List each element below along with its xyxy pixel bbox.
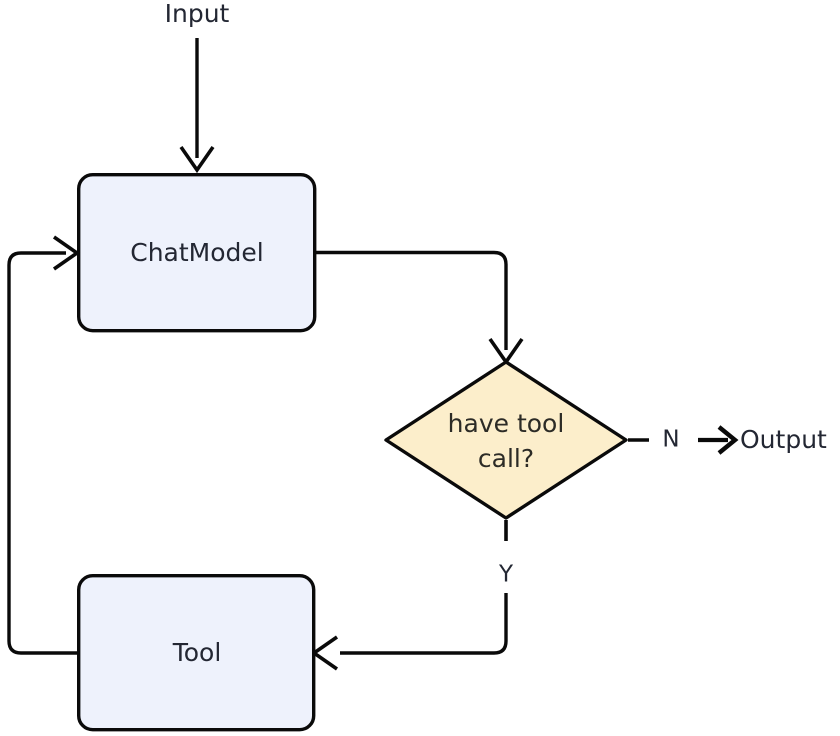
node-tool-box[interactable]	[76, 574, 316, 732]
node-decision-label-line1: have tool	[448, 409, 565, 438]
node-input-label: Input	[165, 0, 230, 28]
edge-label-yes: Y	[498, 562, 514, 588]
edge-decision-yes-to-tool-arrowhead	[310, 635, 339, 671]
node-tool-label: Tool	[172, 638, 222, 667]
edge-chatmodel-to-decision-line	[316, 250, 508, 350]
edge-tool-to-chatmodel-line	[7, 251, 77, 655]
edge-tool-to-chatmodel-arrowhead	[52, 235, 81, 271]
edge-tool-to-chatmodel	[7, 235, 81, 655]
edge-input-to-chatmodel	[179, 38, 215, 174]
node-chatmodel[interactable]: ChatModel	[76, 172, 317, 333]
node-output-label: Output	[740, 425, 827, 454]
edge-decision-yes-to-tool-line	[340, 593, 508, 655]
node-decision-label-line2: call?	[478, 444, 534, 473]
node-decision[interactable]: have tool call?	[384, 360, 628, 520]
edge-chatmodel-to-decision	[316, 250, 524, 366]
edge-output-arrowhead	[717, 425, 739, 455]
node-chatmodel-label: ChatModel	[130, 238, 263, 267]
node-tool[interactable]: Tool	[76, 574, 316, 732]
edge-decision-yes-to-tool: Y	[310, 520, 514, 671]
edge-decision-no-to-output: N	[628, 425, 739, 455]
edge-input-to-chatmodel-arrowhead	[179, 145, 215, 174]
node-decision-diamond[interactable]	[384, 360, 628, 520]
edge-label-no: N	[662, 427, 679, 453]
